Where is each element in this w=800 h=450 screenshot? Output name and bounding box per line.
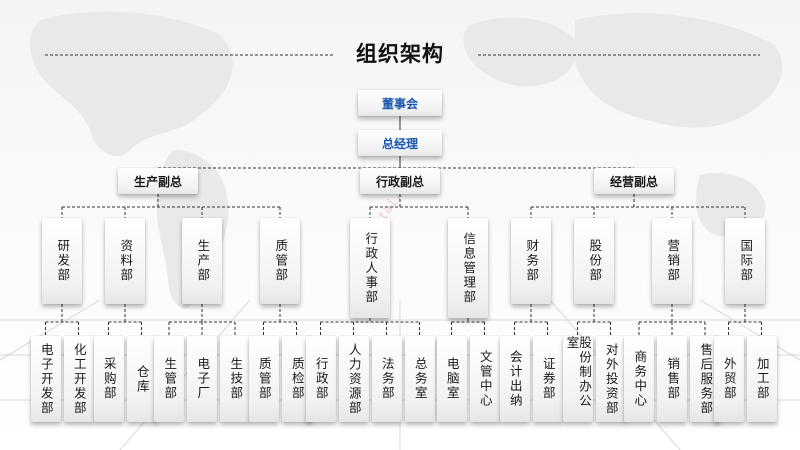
board-box: 董事会 — [358, 90, 442, 116]
vp-box-label: 生产副总 — [133, 174, 182, 189]
sub-department-box: 电脑室 — [436, 336, 467, 422]
dept-box: 国际部 — [725, 218, 765, 304]
dept-box: 行政人事部 — [350, 218, 390, 318]
sub-department-box-label: 法务部 — [379, 357, 395, 401]
dept-box-label: 质管部 — [273, 239, 289, 283]
sub-department-box-label: 商务中心 — [632, 350, 648, 408]
sub-department-box-label: 售后服务部 — [698, 342, 714, 416]
sub-department-box: 文管中心 — [469, 336, 500, 422]
sub-department-box-label: 质检部 — [289, 357, 305, 401]
page-title: 组织架构 — [356, 42, 444, 66]
dept-box: 营销部 — [652, 218, 692, 304]
sub-department-box: 销售部 — [657, 336, 687, 422]
sub-department-box: 会计出纳 — [499, 336, 530, 422]
gm-box: 总经理 — [358, 130, 442, 156]
sub-department-box: 加工部 — [746, 336, 777, 422]
sub-department-box: 生技部 — [220, 336, 250, 422]
dept-box-label: 国际部 — [738, 239, 754, 283]
sub-department-box: 仓库 — [126, 336, 157, 422]
sub-department-box: 采购部 — [93, 336, 124, 422]
dept-box-label: 资料部 — [118, 239, 134, 283]
sub-department-box-label: 外贸部 — [721, 357, 737, 401]
sub-department-box-label: 加工部 — [754, 357, 770, 401]
sub-department-box-label: 电子开发部 — [38, 342, 54, 416]
dept-box: 质管部 — [260, 218, 300, 304]
sub-department-box-label: 电脑室 — [444, 357, 460, 401]
sub-department-box-label: 销售部 — [665, 357, 681, 401]
sub-department-box-label: 对外投资部 — [603, 342, 619, 416]
dept-box: 信息管理部 — [448, 218, 488, 318]
sub-department-box: 人力资源部 — [338, 336, 369, 422]
sub-department-box-label: 人力资源部 — [346, 342, 362, 416]
sub-department-box-label: 文管中心 — [477, 350, 493, 408]
sub-department-box: 商务中心 — [624, 336, 654, 422]
sub-department-box: 外贸部 — [713, 336, 744, 422]
sub-department-box: 电子开发部 — [30, 336, 61, 422]
dept-box-label: 股份部 — [587, 239, 603, 283]
sub-department-box-label: 生技部 — [228, 357, 244, 401]
dept-box: 资料部 — [105, 218, 145, 304]
sub-department-box: 电子厂 — [187, 336, 217, 422]
sub-department-box: 总务室 — [404, 336, 435, 422]
vp-box-label: 行政副总 — [375, 174, 424, 189]
sub-department-box-label: 质管部 — [256, 357, 272, 401]
sub-department-box: 行政部 — [305, 336, 336, 422]
dept-box: 研发部 — [42, 218, 82, 304]
vp-box: 经营副总 — [594, 168, 674, 194]
sub-department-box: 质管部 — [248, 336, 279, 422]
gm-box-label: 总经理 — [381, 136, 418, 151]
sub-department-box-label: 证券部 — [540, 357, 556, 401]
board-box-label: 董事会 — [381, 96, 418, 111]
vp-box: 行政副总 — [360, 168, 440, 194]
sub-department-box: 证券部 — [532, 336, 563, 422]
sub-department-box: 法务部 — [371, 336, 402, 422]
dept-box-label: 研发部 — [55, 239, 71, 283]
sub-department-box: 化工开发部 — [63, 336, 94, 422]
sub-department-box-label: 生管部 — [162, 357, 178, 401]
dept-box-label: 营销部 — [665, 239, 681, 283]
sub-department-box: 生管部 — [154, 336, 184, 422]
sub-department-box-label: 行政部 — [313, 357, 329, 401]
vp-box-label: 经营副总 — [609, 174, 658, 189]
sub-department-box-label: 采购部 — [101, 357, 117, 401]
dept-box-label: 行政人事部 — [363, 231, 379, 305]
sub-department-box-label: 会计出纳 — [507, 350, 523, 408]
sub-department-box-label: 总务室 — [412, 357, 428, 401]
dept-box: 财务部 — [511, 218, 551, 304]
sub-department-box: 股份制办公室 — [562, 336, 593, 422]
dept-box-label: 信息管理部 — [461, 231, 477, 305]
sub-department-box-label: 化工开发部 — [71, 342, 87, 416]
dept-box-label: 生产部 — [195, 239, 211, 283]
sub-department-box-label: 股份制办公室 — [564, 336, 593, 409]
dept-box: 生产部 — [182, 218, 222, 304]
sub-department-box: 对外投资部 — [595, 336, 626, 422]
sub-department-box-label: 仓库 — [134, 364, 150, 394]
sub-department-box-label: 电子厂 — [195, 357, 211, 401]
dept-box: 股份部 — [574, 218, 614, 304]
vp-box: 生产副总 — [118, 168, 198, 194]
dept-box-label: 财务部 — [524, 239, 540, 283]
